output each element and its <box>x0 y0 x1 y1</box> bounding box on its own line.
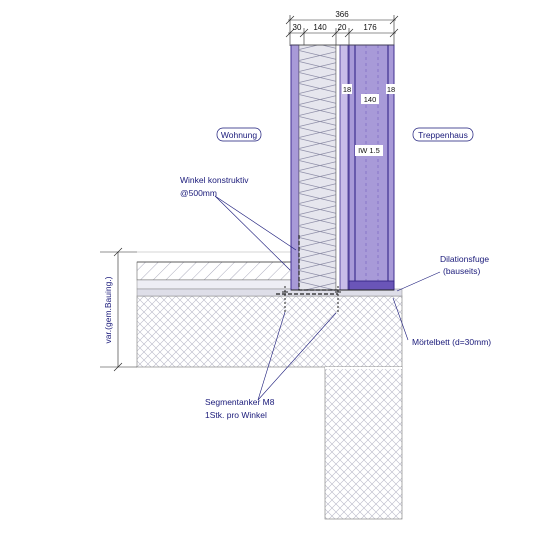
clt-layer-right-label: 18 <box>387 85 395 94</box>
dimension-segment-2: 140 <box>313 23 327 32</box>
dimension-segment-3: 20 <box>338 23 347 32</box>
anchor-note-line2: 1Stk. pro Winkel <box>205 410 267 420</box>
clt-layer-left-label: 18 <box>343 85 351 94</box>
room-label-right: Treppenhaus <box>418 130 468 140</box>
room-label-left: Wohnung <box>221 130 258 140</box>
dimension-segment-4: 176 <box>363 23 377 32</box>
clt-core-label: 140 <box>364 95 377 104</box>
steel-angle <box>276 235 338 295</box>
room-label-right-frame <box>412 127 474 142</box>
joint-note-line2: (bauseits) <box>443 266 480 276</box>
floor-buildup <box>136 251 403 297</box>
height-note: var.(gem.Bauing.) <box>103 276 113 343</box>
mortar-note: Mörtelbett (d=30mm) <box>412 337 491 347</box>
wall-type-label: IW 1.5 <box>358 146 380 155</box>
room-label-left-frame <box>216 127 262 142</box>
dimension-segment-1: 30 <box>293 23 302 32</box>
angle-note-line2: @500mm <box>180 188 217 198</box>
wall-iw15 <box>290 44 395 291</box>
concrete-slab <box>136 295 403 520</box>
segment-anchor <box>282 286 341 312</box>
angle-note-line1: Winkel konstruktiv <box>180 175 249 185</box>
height-dimension <box>100 247 137 372</box>
anchor-note-line1: Segmentanker M8 <box>205 397 275 407</box>
joint-note-line1: Dilationsfuge <box>440 254 489 264</box>
dimension-total: 366 <box>335 10 349 19</box>
dimension-chain <box>285 15 399 46</box>
leader-lines <box>214 195 441 401</box>
